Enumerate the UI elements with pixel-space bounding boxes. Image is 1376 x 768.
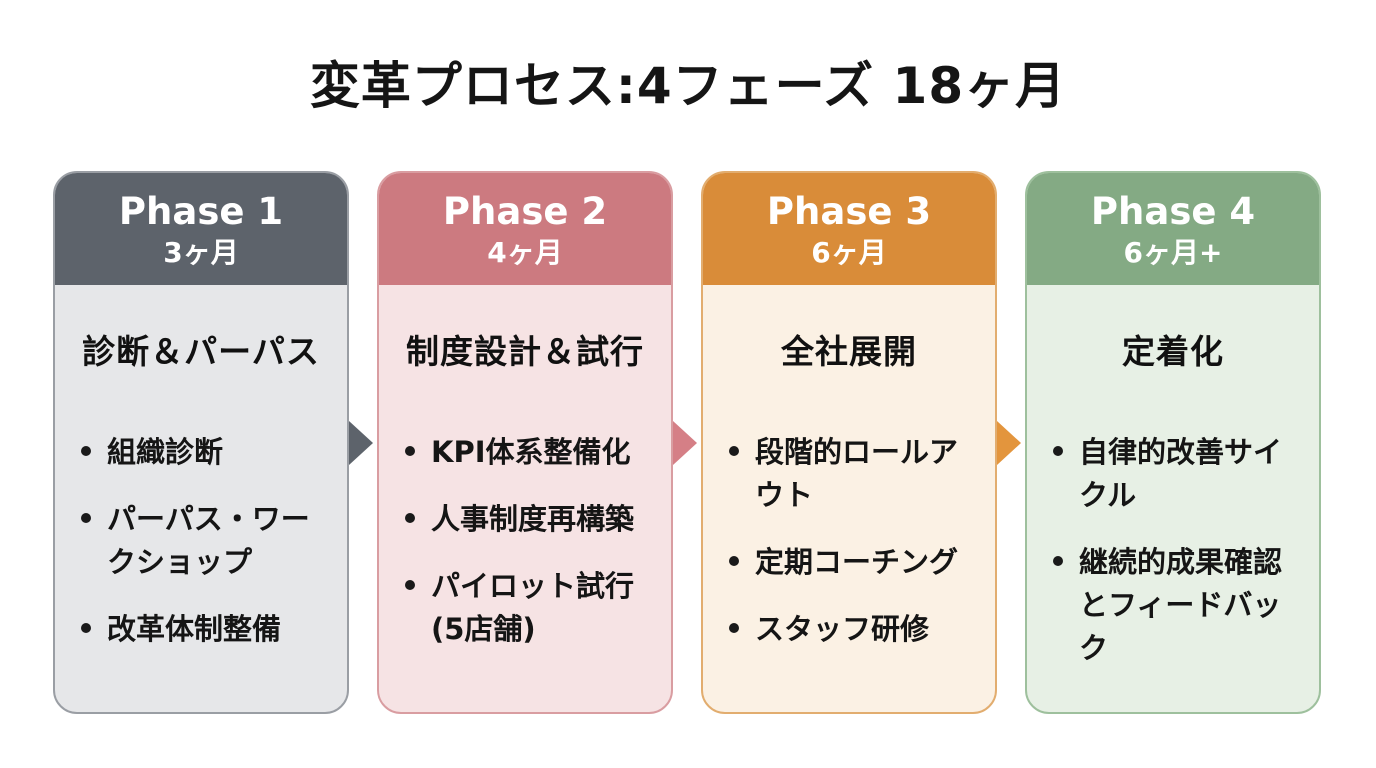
bullet-icon [405, 513, 415, 523]
phase-item: 継続的成果確認とフィードバック [1051, 541, 1299, 670]
phase-item: パーパス・ワークショップ [79, 498, 312, 584]
bullet-icon [405, 580, 415, 590]
phase-header: Phase 2 4ヶ月 [379, 173, 671, 285]
phase-item-list: KPI体系整備化 人事制度再構築 パイロット試行(5店舗) [379, 431, 671, 651]
phase-label: Phase 1 [118, 190, 284, 233]
bullet-icon [81, 623, 91, 633]
arrow-right-icon [349, 421, 373, 465]
phase-item-list: 組織診断 パーパス・ワークショップ 改革体制整備 [55, 431, 347, 651]
bullet-icon [81, 513, 91, 523]
bullet-icon [81, 446, 91, 456]
phase-duration: 6ヶ月 [811, 236, 887, 269]
bullet-icon [729, 556, 739, 566]
phase-subtitle: 診断＆パーパス [82, 332, 320, 371]
page-title: 変革プロセス:4フェーズ 18ヶ月 [309, 57, 1067, 115]
phase-item: 段階的ロールアウト [727, 431, 975, 517]
phase-card-4: Phase 4 6ヶ月+ 定着化 自律的改善サイクル 継続的成果確認とフィードバ… [1025, 171, 1321, 714]
phase-item: 組織診断 [79, 431, 307, 474]
bullet-icon [405, 446, 415, 456]
phase-card-1: Phase 1 3ヶ月 診断＆パーパス 組織診断 パーパス・ワークショップ 改革… [53, 171, 349, 714]
phase-card-3: Phase 3 6ヶ月 全社展開 段階的ロールアウト 定期コーチング スタッフ研… [701, 171, 997, 714]
bullet-icon [1053, 556, 1063, 566]
phase-item-list: 段階的ロールアウト 定期コーチング スタッフ研修 [703, 431, 995, 651]
phase-duration: 6ヶ月+ [1123, 236, 1223, 269]
phase-subtitle: 定着化 [1122, 332, 1224, 371]
phase-item: パイロット試行(5店舗) [403, 565, 636, 651]
phase-item: スタッフ研修 [727, 608, 985, 651]
phase-item-list: 自律的改善サイクル 継続的成果確認とフィードバック [1027, 431, 1319, 670]
phase-header: Phase 1 3ヶ月 [55, 173, 347, 285]
phase-duration: 3ヶ月 [163, 236, 239, 269]
phase-label: Phase 3 [766, 190, 932, 233]
phase-label: Phase 4 [1090, 190, 1256, 233]
bullet-icon [1053, 446, 1063, 456]
bullet-icon [729, 446, 739, 456]
phase-card-2: Phase 2 4ヶ月 制度設計＆試行 KPI体系整備化 人事制度再構築 パイロ… [377, 171, 673, 714]
phase-item: 定期コーチング [727, 541, 985, 584]
phase-header: Phase 4 6ヶ月+ [1027, 173, 1319, 285]
arrow-right-icon [997, 421, 1021, 465]
phase-item: KPI体系整備化 [403, 431, 661, 474]
phase-subtitle: 全社展開 [781, 332, 917, 371]
phase-label: Phase 2 [442, 190, 608, 233]
phase-item: 改革体制整備 [79, 608, 307, 651]
bullet-icon [729, 623, 739, 633]
phase-header: Phase 3 6ヶ月 [703, 173, 995, 285]
phase-duration: 4ヶ月 [487, 236, 563, 269]
phase-subtitle: 制度設計＆試行 [406, 332, 644, 371]
phase-item: 人事制度再構築 [403, 498, 661, 541]
phase-item: 自律的改善サイクル [1051, 431, 1299, 517]
arrow-right-icon [673, 421, 697, 465]
